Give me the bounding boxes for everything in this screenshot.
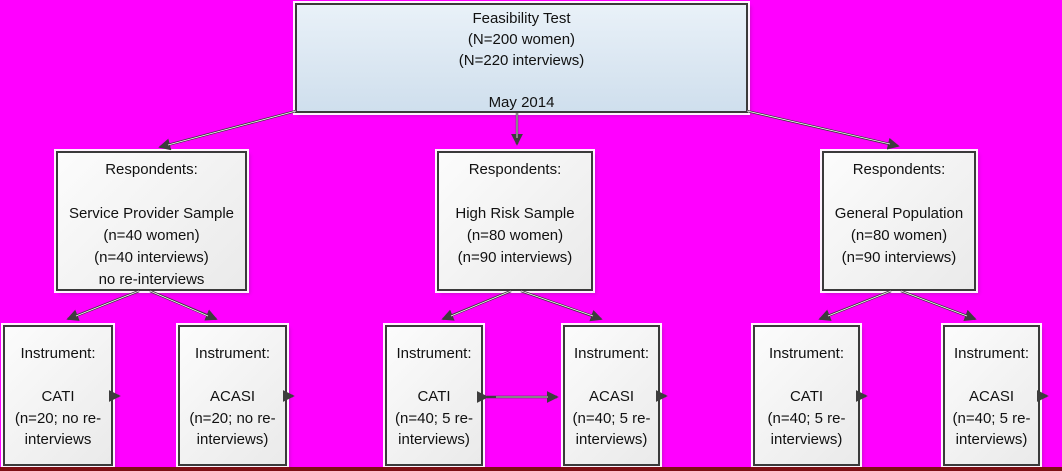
arrow-root-to-service-provider — [158, 109, 297, 151]
instrument-box-cati-general-population: Instrument: CATI (n=40; 5 re- interviews… — [753, 325, 860, 466]
respondents-box-general-population: Respondents: General Population (n=80 wo… — [822, 151, 976, 291]
bottom-edge-strip — [0, 467, 1062, 471]
instrument-box-acasi-general-population: Instrument: ACASI (n=40; 5 re- interview… — [943, 325, 1040, 466]
respondents-box-service-provider-sample: Respondents: Service Provider Sample (n=… — [56, 151, 247, 291]
respondents-box-high-risk-sample: Respondents: High Risk Sample (n=80 wome… — [437, 151, 593, 291]
arrow-service-provider-to-acasi — [149, 289, 218, 321]
root-box-feasibility-test: Feasibility Test (N=200 women) (N=220 in… — [295, 3, 748, 113]
instrument-box-cati-high-risk: Instrument: CATI (n=40; 5 re- interviews… — [385, 325, 483, 466]
arrow-high-risk-to-acasi — [520, 289, 603, 322]
arrow-general-population-to-acasi — [900, 289, 977, 322]
instrument-box-acasi-high-risk: Instrument: ACASI (n=40; 5 re- interview… — [563, 325, 660, 466]
instrument-box-cati-service-provider: Instrument: CATI (n=20; no re- interview… — [3, 325, 113, 466]
instrument-box-acasi-service-provider: Instrument: ACASI (n=20; no re- intervie… — [178, 325, 287, 466]
arrow-root-to-general-population — [746, 109, 900, 150]
arrow-general-population-to-cati — [818, 289, 892, 321]
arrow-service-provider-to-cati — [66, 289, 140, 321]
arrow-high-risk-to-cati — [441, 289, 512, 321]
